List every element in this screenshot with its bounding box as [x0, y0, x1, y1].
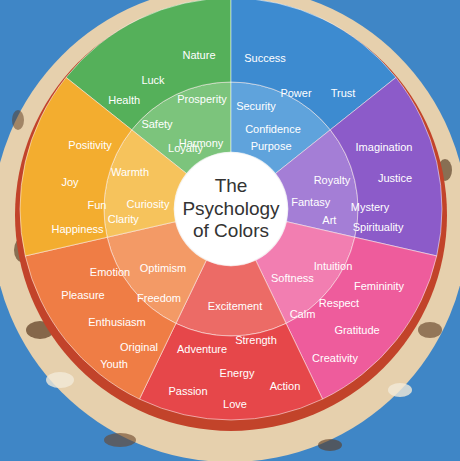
color-word: Freedom — [137, 291, 181, 304]
color-word: Power — [280, 87, 311, 100]
color-word: Emotion — [90, 266, 130, 279]
center-circle: The Psychology of Colors — [174, 152, 288, 266]
outer-ring-band — [25, 237, 176, 399]
center-disc-fill — [174, 152, 288, 266]
color-word: Love — [223, 398, 247, 411]
color-word: Action — [270, 380, 301, 393]
color-word: Art — [322, 214, 336, 227]
color-word: Safety — [141, 118, 172, 131]
color-word: Confidence — [245, 123, 301, 136]
color-word: Imagination — [356, 141, 413, 154]
color-word: Warmth — [111, 166, 149, 179]
color-word: Femininity — [354, 280, 404, 293]
color-word: Royalty — [314, 174, 351, 187]
color-word: Prosperity — [177, 93, 227, 106]
color-word: Adventure — [177, 343, 227, 356]
color-word: Security — [236, 100, 276, 113]
tomato-sauce — [15, 0, 447, 431]
color-word: Fantasy — [291, 195, 330, 208]
color-word: Luck — [141, 74, 164, 87]
color-word: Fun — [88, 199, 107, 212]
color-word: Loyalty — [168, 142, 203, 155]
wheel-title: The Psychology of Colors — [179, 175, 283, 243]
color-word: Softness — [271, 272, 314, 285]
color-word: Youth — [100, 358, 128, 371]
char-spot — [418, 322, 442, 338]
color-word: Joy — [61, 176, 78, 189]
color-word: Excitement — [208, 300, 262, 313]
color-word: Energy — [220, 367, 255, 380]
cheese — [46, 372, 74, 388]
color-word: Gratitude — [334, 324, 379, 337]
color-word: Justice — [378, 172, 412, 185]
color-word: Original — [120, 341, 158, 354]
color-word: Mystery — [351, 201, 390, 214]
char-spot — [318, 439, 342, 451]
color-word: Clarity — [108, 213, 139, 226]
color-word: Happiness — [52, 222, 104, 235]
color-word: Trust — [331, 87, 356, 100]
color-word: Respect — [319, 297, 359, 310]
color-word: Enthusiasm — [88, 316, 145, 329]
color-word: Creativity — [312, 352, 358, 365]
color-word: Positivity — [68, 139, 111, 152]
color-word: Passion — [168, 385, 207, 398]
char-spot — [12, 110, 24, 130]
color-word: Pleasure — [61, 289, 104, 302]
color-word: Purpose — [251, 140, 292, 153]
color-word: Calm — [290, 308, 316, 321]
color-word: Curiosity — [127, 198, 170, 211]
color-word: Health — [108, 94, 140, 107]
char-spot — [104, 433, 136, 447]
outer-ring-band — [330, 77, 442, 256]
color-word: Nature — [182, 49, 215, 62]
color-word: Spirituality — [353, 221, 404, 234]
cheese — [388, 383, 412, 397]
color-word: Strength — [235, 334, 277, 347]
color-word: Intuition — [314, 260, 353, 273]
color-word: Optimism — [140, 262, 186, 275]
color-word: Success — [244, 52, 286, 65]
